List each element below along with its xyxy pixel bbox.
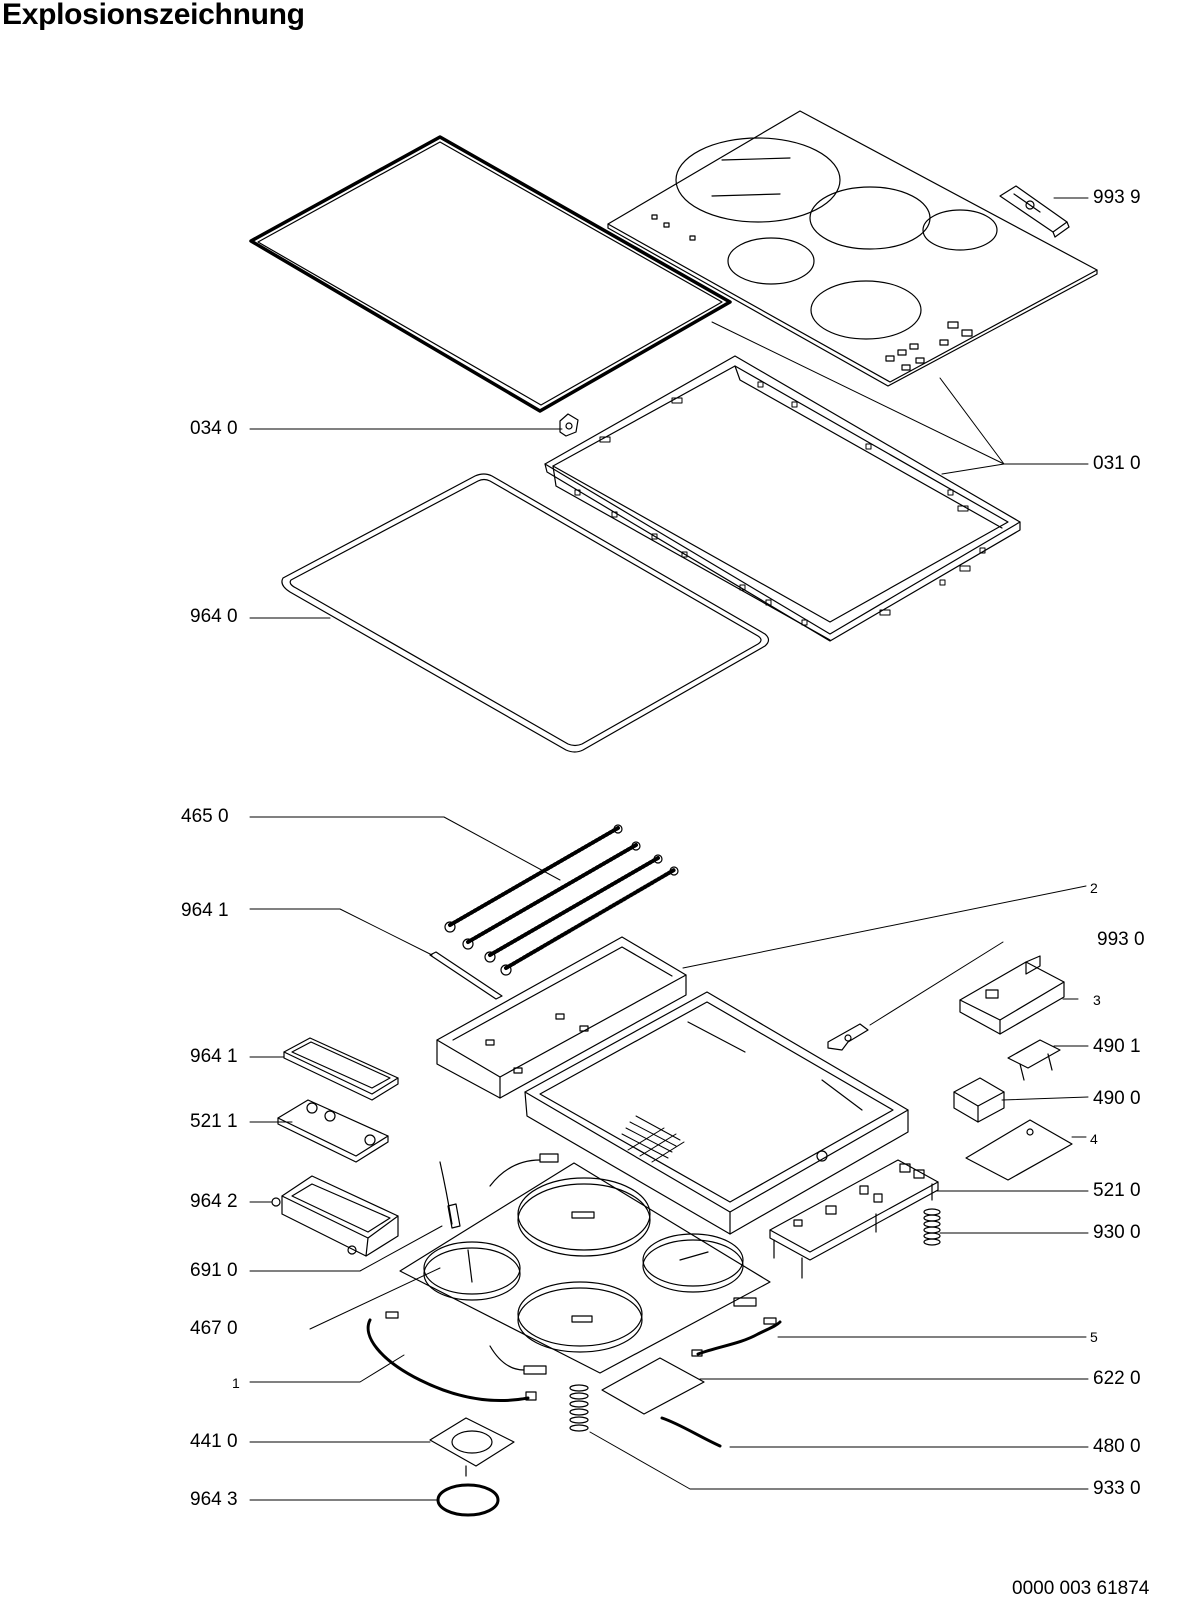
terminal-block-490-0 (953, 1077, 1005, 1123)
housing (524, 991, 909, 1235)
relay-box (959, 955, 1065, 1035)
part-label-4: 4 (1090, 1131, 1098, 1147)
part-label-691-0: 691 0 (190, 1260, 238, 1281)
control-board-4 (965, 1119, 1073, 1181)
heater-plate (399, 1153, 771, 1375)
gasket-964-1 (283, 1037, 399, 1101)
part-label-465-0: 465 0 (181, 806, 229, 827)
leader-lines (249, 197, 1089, 1501)
terminal-490-1 (1007, 1039, 1061, 1081)
board-622-0 (601, 1357, 705, 1415)
box-964-2 (271, 1175, 399, 1257)
part-label-964-1-rod: 964 1 (181, 900, 229, 921)
part-label-964-2: 964 2 (190, 1191, 238, 1212)
part-label-521-0: 521 0 (1093, 1180, 1141, 1201)
part-label-1: 1 (232, 1375, 240, 1391)
part-label-480-0: 480 0 (1093, 1436, 1141, 1457)
side-tray (436, 936, 687, 1099)
cable-480-0 (660, 1416, 722, 1448)
part-label-467-0: 467 0 (190, 1318, 238, 1339)
spring-933-0 (569, 1384, 589, 1432)
drawing-title: Explosionszeichnung (2, 0, 305, 31)
part-label-622-0: 622 0 (1093, 1368, 1141, 1389)
ring-964-3 (436, 1483, 500, 1517)
part-label-964-0: 964 0 (190, 606, 238, 627)
glass-ceramic-top (607, 110, 1098, 387)
heating-coil-ends (444, 824, 679, 976)
clip-034-0 (559, 413, 579, 437)
part-label-2: 2 (1090, 880, 1098, 896)
part-label-933-0: 933 0 (1093, 1478, 1141, 1499)
part-label-490-1: 490 1 (1093, 1036, 1141, 1057)
document-number: 0000 003 61874 (1012, 1578, 1150, 1599)
part-label-964-1-gasket: 964 1 (190, 1046, 238, 1067)
part-label-3: 3 (1093, 992, 1101, 1008)
part-label-964-3: 964 3 (190, 1489, 238, 1510)
part-label-441-0: 441 0 (190, 1431, 238, 1452)
part-label-993-9: 993 9 (1093, 187, 1141, 208)
cable-1 (366, 1318, 530, 1403)
metal-frame (544, 355, 1021, 642)
part-label-521-1: 521 1 (190, 1111, 238, 1132)
lower-gasket (281, 473, 770, 753)
heating-coils (448, 826, 676, 970)
frame-gasket (249, 135, 732, 413)
bracket-993-0 (827, 1023, 869, 1051)
spring-930-0 (923, 1208, 941, 1246)
part-label-031-0: 031 0 (1093, 453, 1141, 474)
part-label-034-0: 034 0 (190, 418, 238, 439)
cable-5 (696, 1320, 782, 1356)
part-label-5: 5 (1090, 1329, 1098, 1345)
part-label-993-0: 993 0 (1097, 929, 1145, 950)
rod-964-1 (429, 951, 503, 1000)
control-board-521-0 (769, 1159, 939, 1279)
part-label-490-0: 490 0 (1093, 1088, 1141, 1109)
part-label-930-0: 930 0 (1093, 1222, 1141, 1243)
clip-993-9 (999, 185, 1070, 238)
panel-521-1 (277, 1099, 389, 1163)
sensor-691-0 (439, 1161, 461, 1229)
fan-441-0 (429, 1417, 515, 1477)
